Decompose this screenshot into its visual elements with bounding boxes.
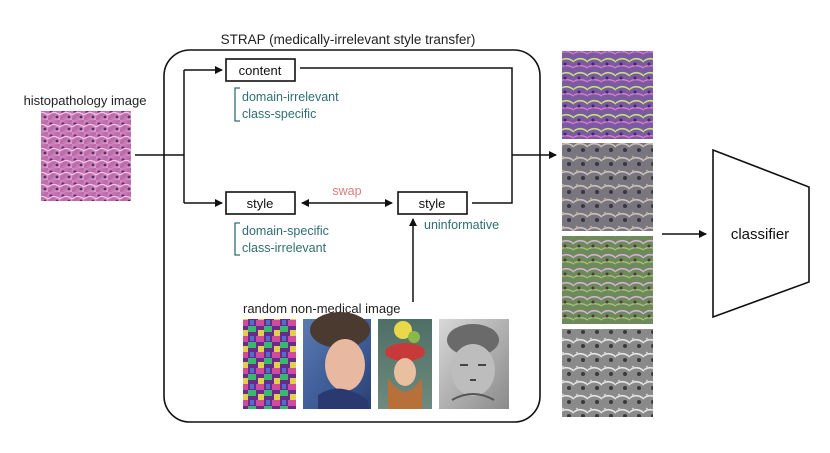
stylized-output-2 [562,143,653,231]
style-annot-line-2: class-irrelevant [242,241,327,255]
content-box [225,58,296,82]
style-annot-line-1: domain-specific [242,224,329,238]
style-box-right-label: style [419,196,446,211]
woman-with-flower-hat-image [378,319,432,409]
content-output-connector [300,67,513,155]
output-images [562,51,653,417]
content-annot-bracket [234,87,240,122]
uninformative-label: uninformative [424,218,499,232]
stylized-output-3 [562,236,653,324]
diagram-title: STRAP (medically-irrelevant style transf… [221,32,476,47]
classifier-shape [712,148,810,319]
stylized-output-1 [562,51,653,139]
histopathology-image [41,111,131,201]
stylized-output-4 [562,329,653,417]
content-annot-line-2: class-specific [242,107,316,121]
style-box-left-label: style [247,196,274,211]
histopathology-label: histopathology image [24,93,147,108]
style-source-images [243,312,509,409]
strap-frame [163,49,541,423]
style-box-right [397,191,468,215]
style-output-connector [472,155,513,204]
random-image-label: random non-medical image [243,301,401,316]
content-annot-line-1: domain-irrelevant [242,90,339,104]
style-annot-bracket [234,222,240,256]
classifier-label: classifier [731,226,789,243]
girl-portrait-image [303,312,371,409]
input-connectors [135,66,223,207]
swap-label: swap [332,184,361,198]
content-box-label: content [239,63,282,78]
engraved-head-image [439,319,509,409]
cubist-painting-image [243,319,296,409]
style-box-left [225,191,296,215]
